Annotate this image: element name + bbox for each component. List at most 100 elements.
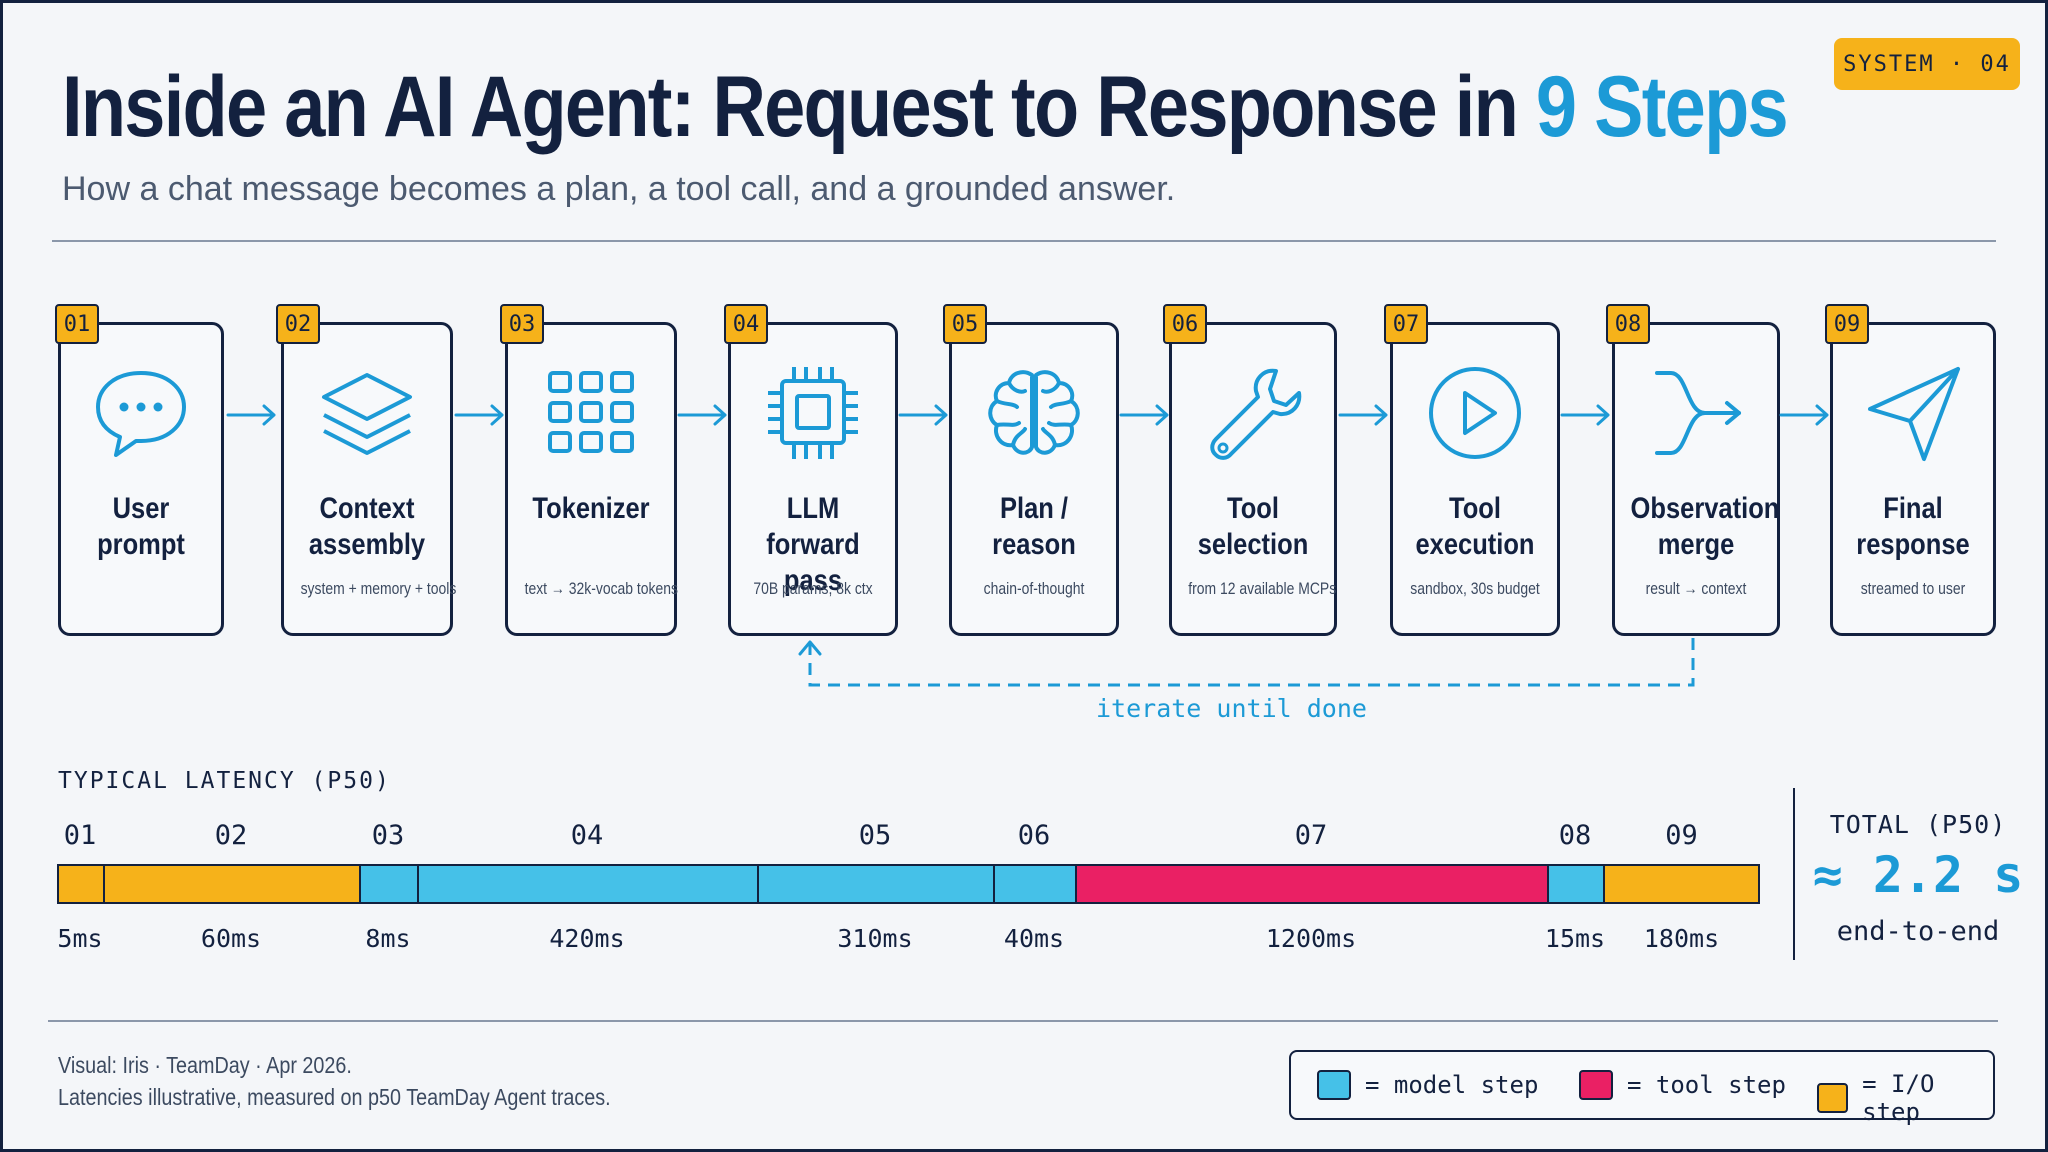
title-main: Inside an AI Agent: Request to Response … bbox=[62, 59, 1519, 155]
total-sub: end-to-end bbox=[1836, 916, 2000, 947]
send-icon bbox=[1868, 367, 1960, 461]
latency-segment-duration: 8ms bbox=[365, 924, 411, 953]
latency-segment-duration: 420ms bbox=[549, 924, 625, 953]
arrow-right-icon bbox=[1560, 404, 1610, 426]
step-card-observation-merge: Observation merge result → context bbox=[1612, 322, 1780, 636]
step-sub: system + memory + tools bbox=[300, 579, 457, 598]
step-number-badge: 07 bbox=[1384, 304, 1428, 344]
arrow-right-icon bbox=[1779, 404, 1829, 426]
latency-segment-number: 01 bbox=[63, 820, 97, 851]
latency-segment-06 bbox=[993, 864, 1077, 904]
loop-label: iterate until done bbox=[1096, 694, 1367, 723]
merge-icon bbox=[1655, 371, 1741, 455]
latency-segment-08 bbox=[1547, 864, 1605, 904]
system-badge: SYSTEM · 04 bbox=[1834, 38, 2020, 90]
layers-icon bbox=[322, 373, 412, 455]
legend-swatch-model bbox=[1317, 1070, 1351, 1100]
latency-segment-duration: 5ms bbox=[57, 924, 103, 953]
step-number-badge: 09 bbox=[1825, 304, 1869, 344]
step-number-badge: 04 bbox=[724, 304, 768, 344]
legend-label: = I/O step bbox=[1862, 1070, 1935, 1126]
latency-bar bbox=[57, 864, 1760, 904]
legend-item-model: = model step bbox=[1317, 1070, 1538, 1100]
latency-segment-number: 06 bbox=[1017, 820, 1051, 851]
step-card-tool-execution: Tool execution sandbox, 30s budget bbox=[1390, 322, 1560, 636]
legend-item-tool: = tool step bbox=[1579, 1070, 1786, 1100]
step-sub: text → 32k-vocab tokens bbox=[524, 579, 678, 598]
step-title: Tokenizer bbox=[532, 492, 650, 525]
step-title: Context assembly bbox=[308, 492, 426, 561]
step-title: Plan / reason bbox=[992, 492, 1076, 561]
latency-segment-05 bbox=[757, 864, 995, 904]
step-card-llm-forward-pass: LLM forward pass 70B params, 8k ctx bbox=[728, 322, 898, 636]
total-value: ≈ 2.2 s bbox=[1812, 846, 2024, 904]
step-card-tool-selection: Tool selection from 12 available MCPs bbox=[1169, 322, 1337, 636]
step-title: Final response bbox=[1856, 492, 1970, 561]
step-sub: chain-of-thought bbox=[983, 579, 1085, 598]
latency-segment-duration: 180ms bbox=[1643, 924, 1720, 953]
legend-label: = model step bbox=[1365, 1071, 1539, 1099]
legend-label: = tool step bbox=[1627, 1071, 1786, 1099]
step-card-user-prompt: User prompt bbox=[58, 322, 224, 636]
latency-segment-number: 08 bbox=[1558, 820, 1592, 851]
play-icon bbox=[1429, 367, 1521, 459]
step-title: User prompt bbox=[97, 492, 185, 561]
credit-line: Visual: Iris · TeamDay · Apr 2026. bbox=[58, 1052, 352, 1078]
page-subtitle: How a chat message becomes a plan, a too… bbox=[62, 170, 1176, 208]
latency-segment-01 bbox=[57, 864, 105, 904]
latency-segment-03 bbox=[359, 864, 419, 904]
credit-note: Latencies illustrative, measured on p50 … bbox=[58, 1084, 611, 1110]
latency-segment-04 bbox=[417, 864, 759, 904]
step-sub: 70B params, 8k ctx bbox=[753, 579, 873, 598]
grid-icon bbox=[548, 371, 634, 453]
latency-segment-number: 07 bbox=[1294, 820, 1328, 851]
step-number-badge: 01 bbox=[55, 304, 99, 344]
step-card-plan-reason: Plan / reason chain-of-thought bbox=[949, 322, 1119, 636]
arrow-right-icon bbox=[226, 404, 276, 426]
legend-item-io: = I/O step bbox=[1817, 1070, 1993, 1126]
step-number-badge: 08 bbox=[1606, 304, 1650, 344]
legend-swatch-tool bbox=[1579, 1070, 1613, 1100]
total-divider bbox=[1793, 788, 1795, 960]
brain-icon bbox=[988, 370, 1080, 455]
arrow-right-icon bbox=[1338, 404, 1388, 426]
step-title: Tool selection bbox=[1197, 492, 1309, 561]
arrow-right-icon bbox=[1119, 404, 1169, 426]
step-sub: from 12 available MCPs bbox=[1188, 579, 1337, 598]
step-number-badge: 02 bbox=[276, 304, 320, 344]
latency-segment-07 bbox=[1075, 864, 1549, 904]
latency-segment-duration: 15ms bbox=[1544, 924, 1606, 953]
page-title: Inside an AI Agent: Request to Response … bbox=[62, 58, 1789, 157]
step-title: LLM forward pass bbox=[766, 492, 860, 597]
step-sub: result → context bbox=[1645, 579, 1747, 598]
step-title: Tool execution bbox=[1415, 492, 1535, 561]
step-sub: streamed to user bbox=[1860, 579, 1966, 598]
latency-segment-number: 02 bbox=[214, 820, 248, 851]
header-divider bbox=[52, 240, 1996, 242]
step-card-final-response: Final response streamed to user bbox=[1830, 322, 1996, 636]
latency-segment-duration: 40ms bbox=[1003, 924, 1065, 953]
arrow-right-icon bbox=[898, 404, 948, 426]
legend: = model step = tool step = I/O step bbox=[1289, 1050, 1995, 1126]
chip-icon bbox=[768, 367, 858, 459]
step-number-badge: 03 bbox=[500, 304, 544, 344]
latency-segment-duration: 310ms bbox=[837, 924, 913, 953]
step-card-context-assembly: Context assembly system + memory + tools bbox=[281, 322, 457, 636]
step-sub: sandbox, 30s budget bbox=[1410, 579, 1540, 598]
arrow-right-icon bbox=[454, 404, 504, 426]
step-title: Observation merge bbox=[1630, 492, 1780, 561]
latency-segment-number: 04 bbox=[570, 820, 604, 851]
feedback-loop-arrow bbox=[798, 638, 1695, 687]
chat-bubble-icon bbox=[96, 371, 186, 457]
latency-segment-duration: 60ms bbox=[200, 924, 262, 953]
latency-segment-number: 05 bbox=[858, 820, 892, 851]
footer-divider bbox=[48, 1020, 1998, 1022]
legend-swatch-io bbox=[1817, 1083, 1849, 1113]
wrench-icon bbox=[1210, 368, 1302, 460]
latency-label: TYPICAL LATENCY (P50) bbox=[58, 768, 391, 794]
step-card-tokenizer: Tokenizer text → 32k-vocab tokens bbox=[505, 322, 678, 636]
arrow-right-icon bbox=[677, 404, 727, 426]
latency-segment-02 bbox=[103, 864, 361, 904]
step-number-badge: 06 bbox=[1163, 304, 1207, 344]
